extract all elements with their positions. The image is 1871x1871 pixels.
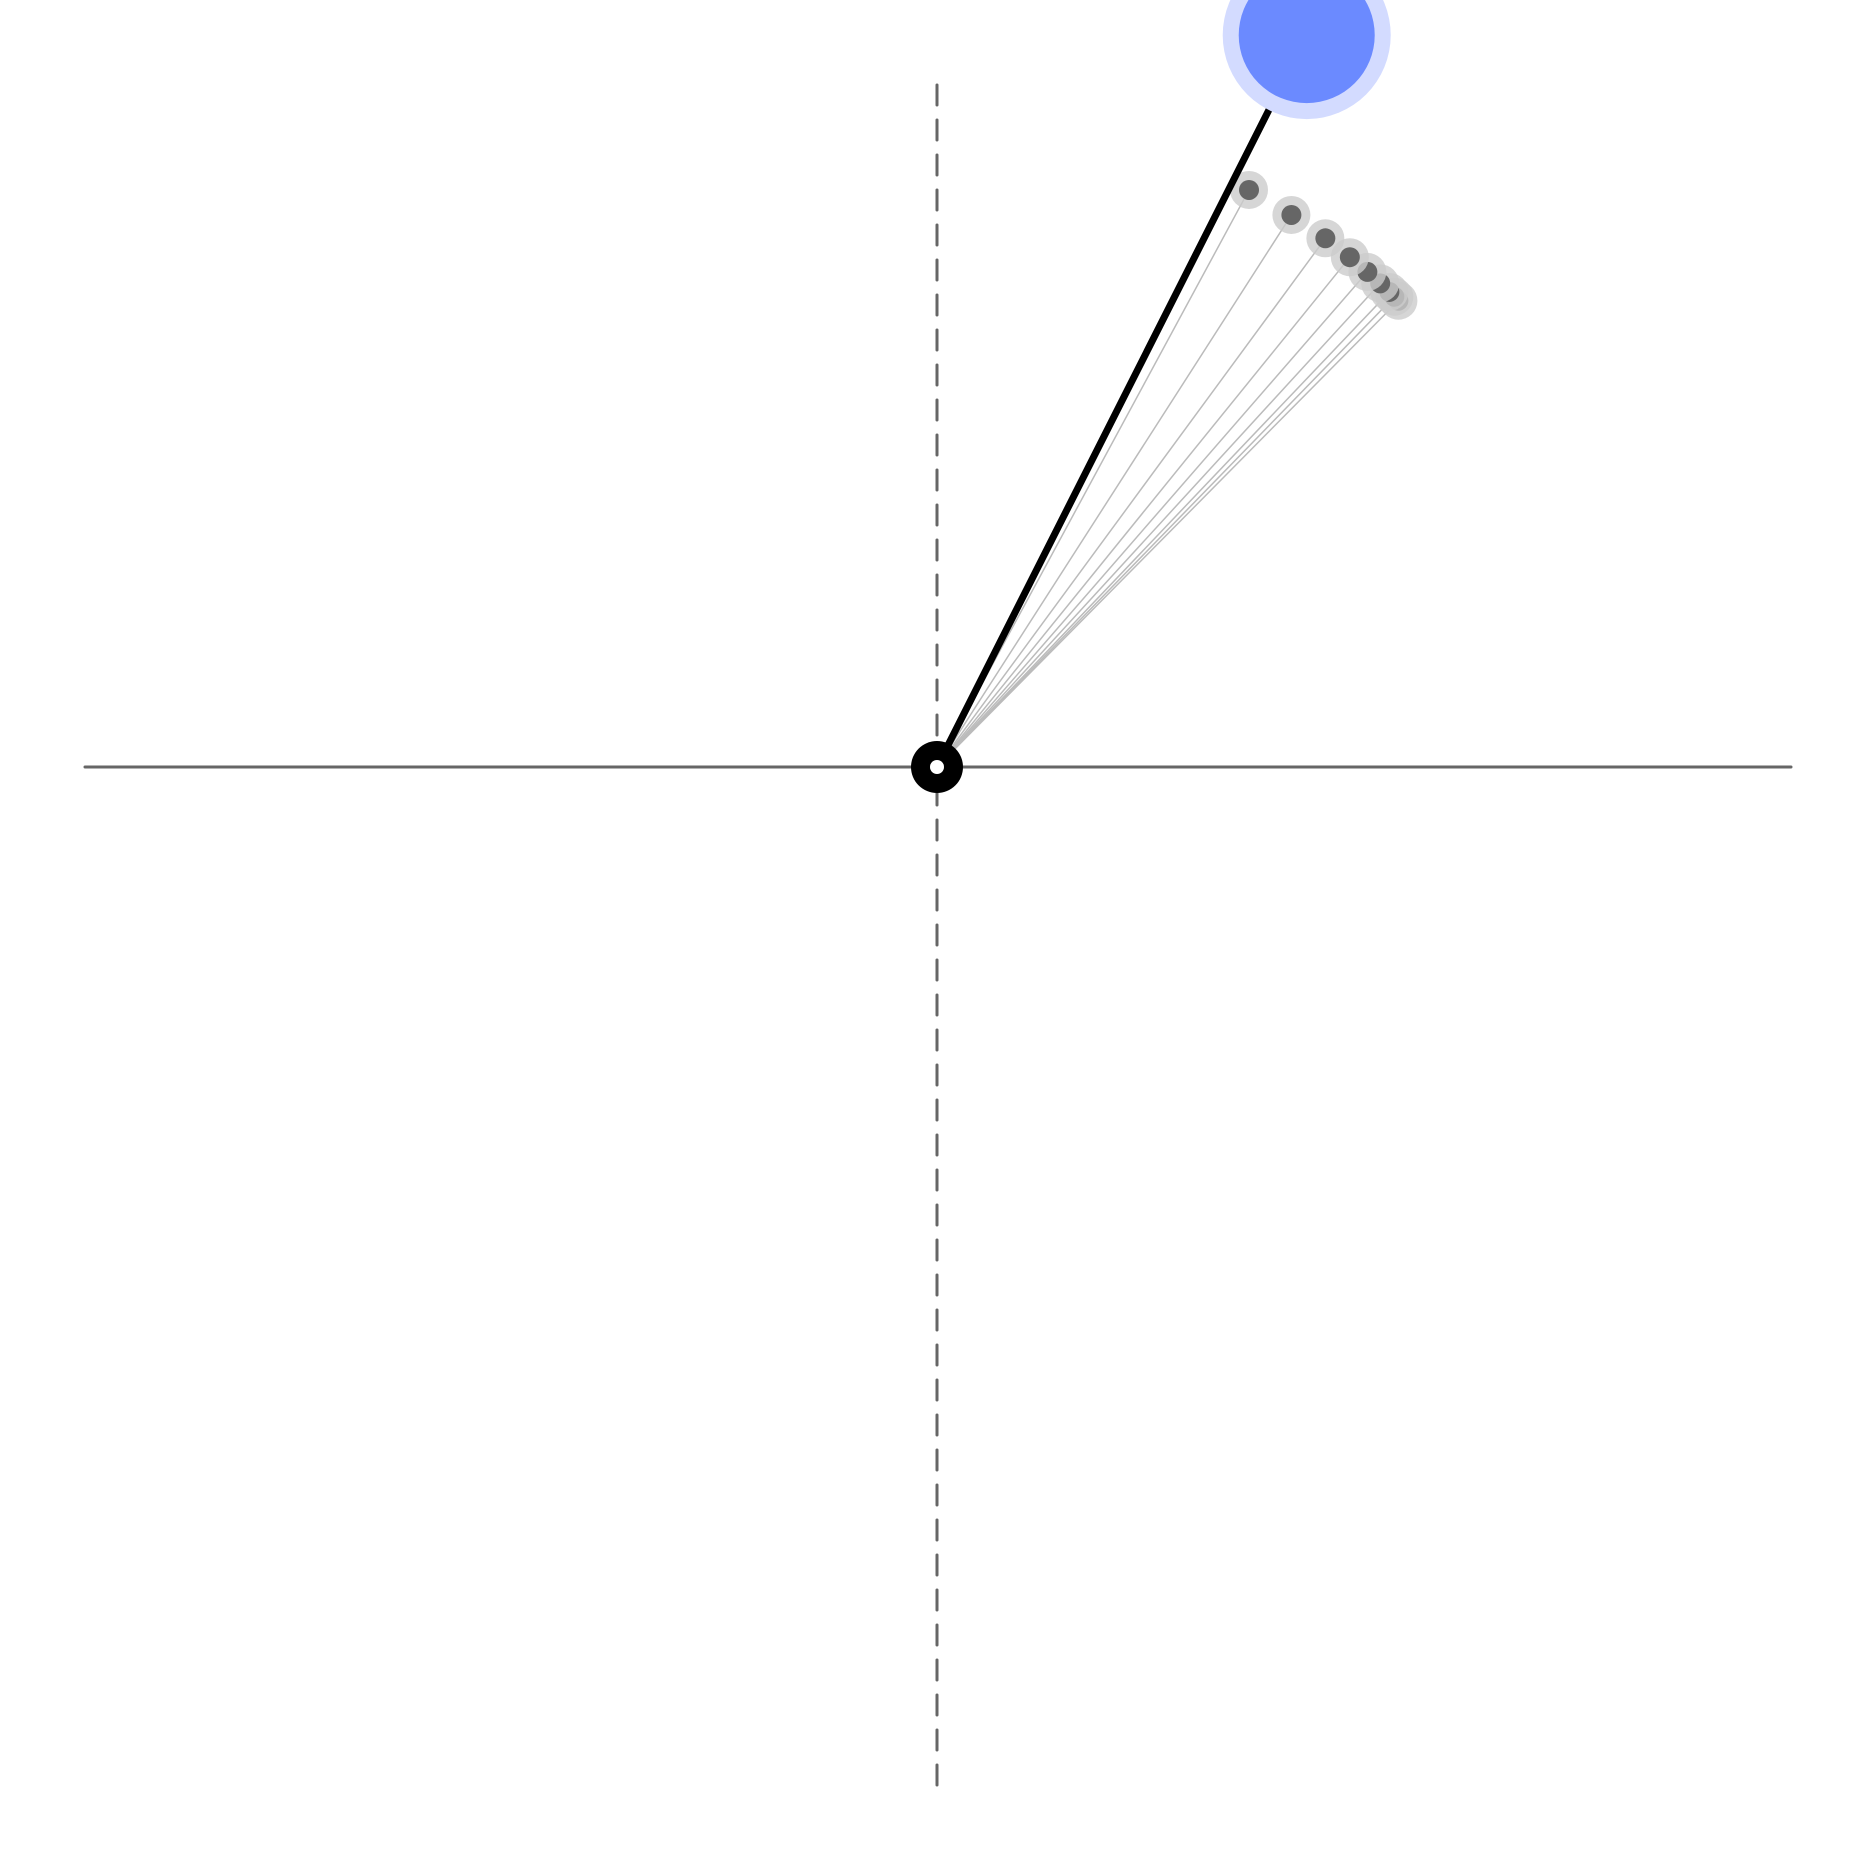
trail-line (936, 237, 1326, 768)
pendulum-rod (933, 31, 1311, 771)
pivot-center (930, 760, 944, 774)
trail-line (936, 300, 1399, 768)
trail-line (936, 214, 1293, 768)
trail-dot (1339, 247, 1360, 268)
pendulum-bob (1238, 0, 1375, 104)
trail-line (936, 282, 1381, 768)
trail-dot (1239, 179, 1260, 200)
trail-group (936, 170, 1418, 768)
trail-line (936, 291, 1390, 768)
trail-dot (1315, 228, 1336, 249)
trail-line (936, 256, 1351, 768)
trail-line (936, 296, 1395, 768)
trail-line (936, 271, 1368, 768)
trail-dot (1281, 204, 1302, 225)
